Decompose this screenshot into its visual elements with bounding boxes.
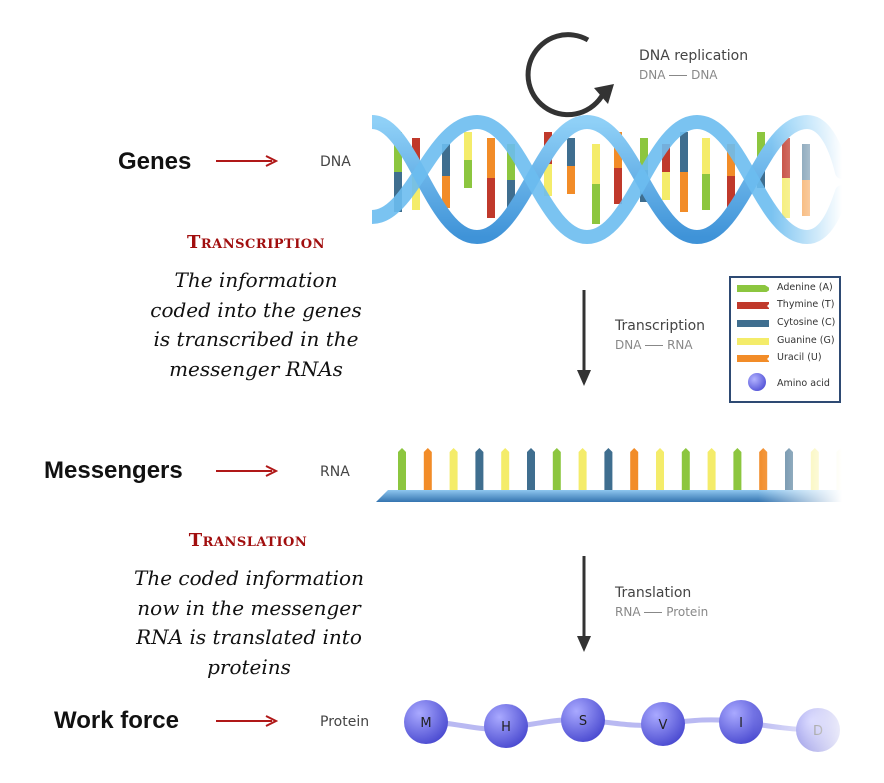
messengers-label: Messengers — [44, 457, 183, 484]
description-line: messenger RNAs — [169, 356, 343, 381]
description-line: The information — [174, 268, 338, 292]
rna-strand-illustration — [376, 446, 842, 506]
red-arrow-icon — [216, 465, 278, 477]
protein-label: Protein — [320, 714, 370, 730]
rna-label: RNA — [320, 464, 350, 480]
red-arrow-icon — [216, 155, 278, 167]
translation-title-text: Translation — [188, 530, 308, 551]
description-line: RNA is translated into — [136, 625, 362, 649]
notch-swatch-icon — [737, 355, 769, 362]
work-force-label: Work force — [54, 707, 179, 734]
red-arrow-icon — [216, 715, 278, 727]
transcription-process-subtitle: DNA RNA — [615, 338, 693, 352]
arrow-right-swatch-icon — [737, 285, 769, 292]
translation-description: The coded information now in the messeng… — [118, 564, 380, 682]
process-from: DNA — [639, 68, 666, 82]
genes-label: Genes — [118, 148, 192, 175]
process-to: RNA — [667, 338, 693, 352]
replication-subtitle: DNA DNA — [639, 68, 718, 82]
process-from: RNA — [615, 605, 641, 619]
translation-process-subtitle: RNA Protein — [615, 605, 708, 619]
transcription-description: The information coded into the genes is … — [130, 266, 382, 384]
description-line: is transcribed in the — [153, 327, 359, 351]
description-line: coded into the genes — [150, 297, 362, 322]
dna-label: DNA — [320, 154, 351, 170]
transcription-title: Transcription — [140, 232, 372, 253]
translation-title: Translation — [132, 530, 364, 551]
sphere-swatch-icon — [748, 373, 766, 391]
bar-swatch-icon — [737, 320, 769, 327]
replication-cycle-icon — [525, 32, 614, 118]
small-arrow-icon — [644, 612, 663, 613]
transcription-title-text: Transcription — [186, 232, 326, 253]
dna-helix-illustration — [372, 112, 842, 252]
description-line: proteins — [207, 654, 291, 679]
transcription-process-title: Transcription — [615, 318, 706, 334]
process-to: DNA — [691, 68, 718, 82]
notch-swatch-icon — [737, 302, 769, 309]
bar-swatch-icon — [737, 338, 769, 345]
protein-chain-illustration: MHSVID — [398, 690, 842, 760]
down-arrow-icon — [577, 556, 591, 652]
description-line: The coded information — [134, 566, 364, 590]
process-to: Protein — [666, 605, 709, 619]
description-line: now in the messenger — [137, 595, 361, 620]
small-arrow-icon — [645, 345, 664, 346]
translation-process-title: Translation — [615, 585, 692, 601]
process-from: DNA — [615, 338, 642, 352]
legend: Adenine (A) Thymine (T) Cytosine (C) Gua… — [729, 276, 841, 403]
down-arrow-icon — [577, 290, 591, 386]
replication-title: DNA replication — [639, 48, 749, 64]
small-arrow-icon — [669, 75, 688, 76]
